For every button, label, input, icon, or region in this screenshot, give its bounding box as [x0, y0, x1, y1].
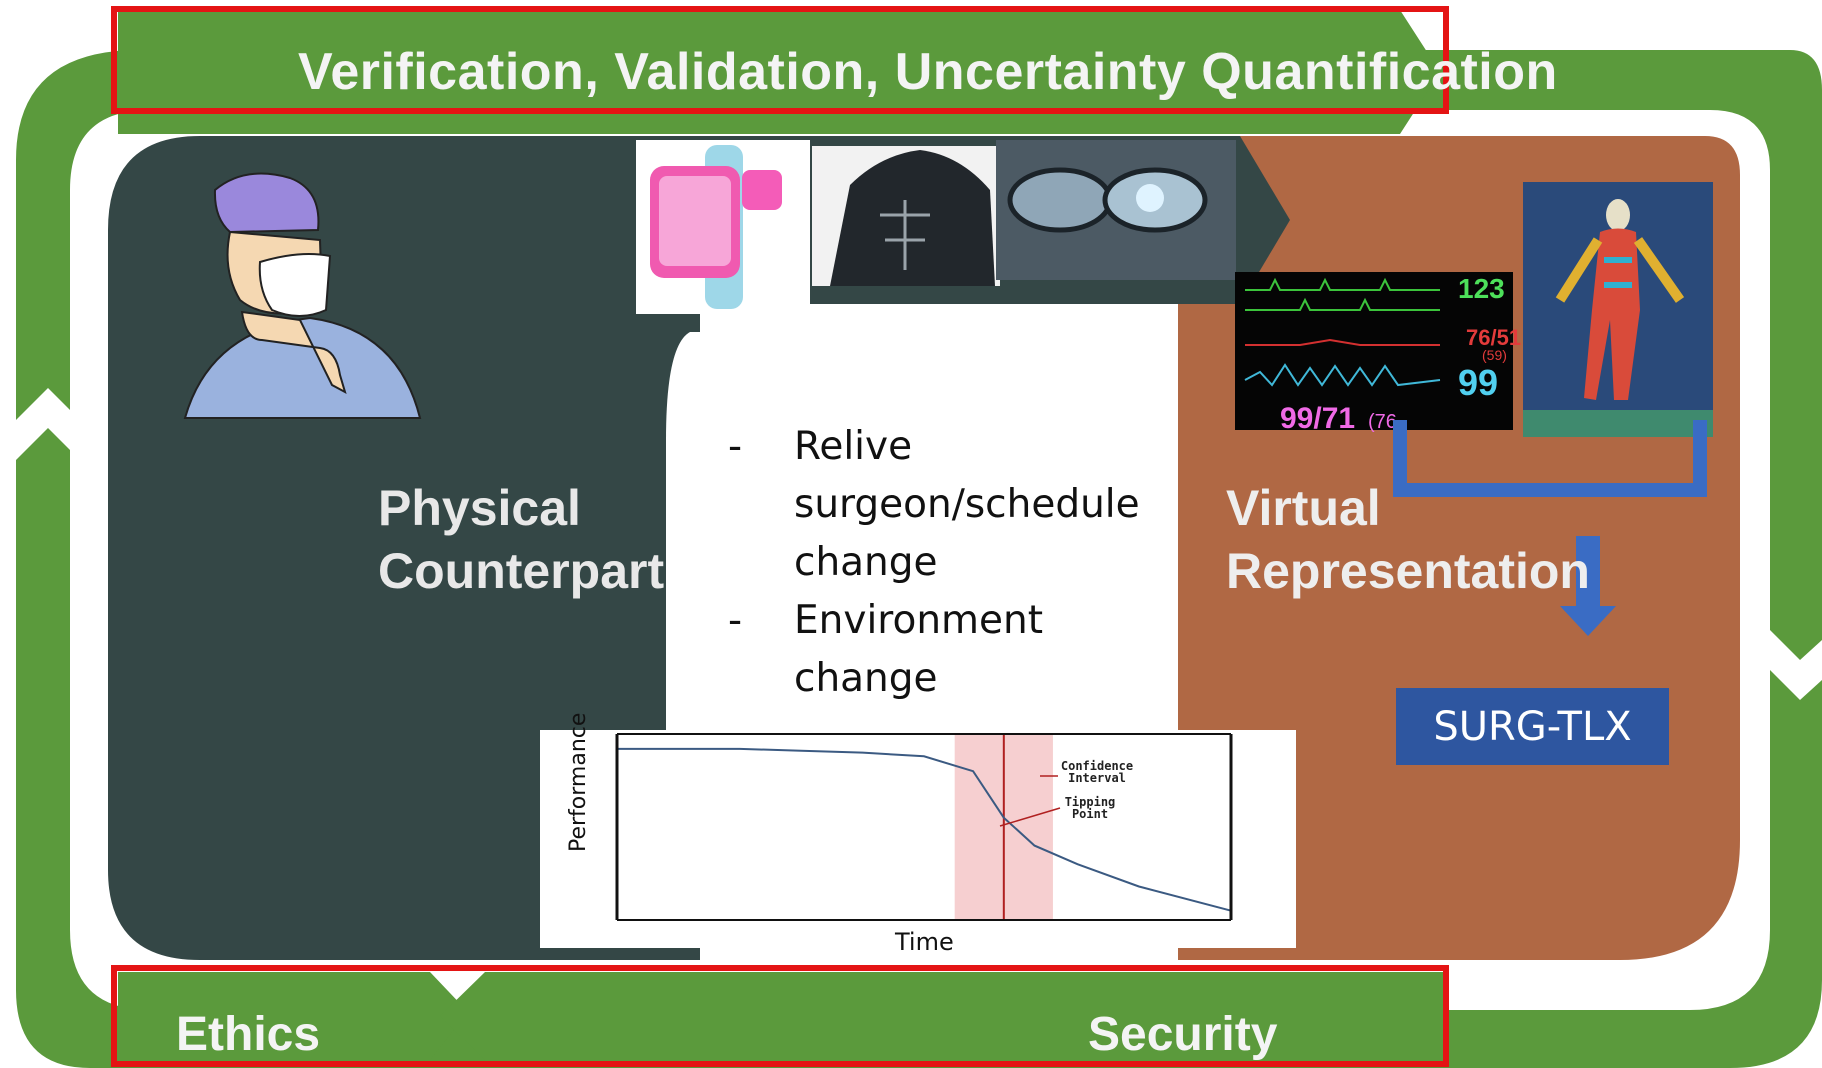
performance-series-line: [617, 747, 1232, 912]
monitor-bp-large: 99/71: [1280, 402, 1355, 435]
security-banner-label: Security: [1088, 1008, 1278, 1061]
bullet-text: Relive surgeon/schedule change: [794, 424, 1140, 585]
confidence-interval-annotation: Confidence Interval: [1060, 759, 1134, 785]
vvuq-banner-label: Verification, Validation, Uncertainty Qu…: [298, 43, 1558, 101]
physical-label-line1: Physical: [378, 480, 581, 536]
smartwatch-image: [636, 140, 810, 314]
virtual-representation-label: Virtual Representation: [1226, 477, 1590, 603]
ethics-banner-label: Ethics: [176, 1008, 321, 1061]
sensor-suit-image: [812, 146, 1000, 286]
musculoskeletal-model-image: [1523, 182, 1713, 437]
top-banner-arrow: [118, 10, 1440, 134]
vital-monitor-image: [1235, 272, 1513, 430]
virtual-label-line2: Representation: [1226, 543, 1590, 599]
bullet-item: - Environment change: [728, 592, 1168, 708]
flow-arrow-shaft: [1576, 536, 1600, 610]
tipping-point-chart: [540, 730, 1296, 948]
center-text-box: [666, 332, 1178, 732]
highlight-box-bottom: [111, 965, 1449, 1067]
surgeon-icon: [183, 172, 422, 419]
bullet-text: Environment change: [794, 598, 1044, 701]
center-bullet-list: - Relive surgeon/schedule change - Envir…: [728, 418, 1168, 708]
monitor-bp-large-mean: (76: [1368, 411, 1397, 433]
chart-y-axis-label: Performance: [566, 712, 591, 852]
tp-annotation-arrow: [999, 807, 1061, 827]
monitor-bp-small-mean: (59): [1482, 347, 1507, 363]
surg-tlx-box: SURG-TLX: [1396, 688, 1669, 765]
virtual-label-line1: Virtual: [1226, 480, 1381, 536]
bullet-dash: -: [728, 424, 743, 469]
highlight-box-top: [111, 6, 1449, 114]
smart-glasses-image: [996, 140, 1236, 280]
flow-connector: [1393, 420, 1707, 497]
monitor-hr: 123: [1458, 273, 1505, 304]
chart-plot-area: [617, 734, 1231, 920]
bottom-banner-arrow-right: [440, 972, 1446, 1060]
chart-x-axis-label: Time: [895, 928, 954, 956]
monitor-spo2: 99: [1458, 362, 1498, 403]
bullet-dash: -: [728, 598, 743, 643]
flow-arrow-head: [1560, 606, 1616, 636]
left-up-arrow-notch: [16, 388, 80, 460]
bottom-banner-arrow: [118, 972, 468, 1060]
physical-counterpart-label: Physical Counterpart: [378, 477, 664, 603]
monitor-bp-small: 76/51: [1466, 325, 1521, 350]
tipping-point-annotation: Tipping Point: [1064, 795, 1116, 821]
right-down-arrow-notch: [1770, 630, 1822, 700]
bullet-item: - Relive surgeon/schedule change: [728, 418, 1168, 592]
physical-label-line2: Counterpart: [378, 543, 665, 599]
